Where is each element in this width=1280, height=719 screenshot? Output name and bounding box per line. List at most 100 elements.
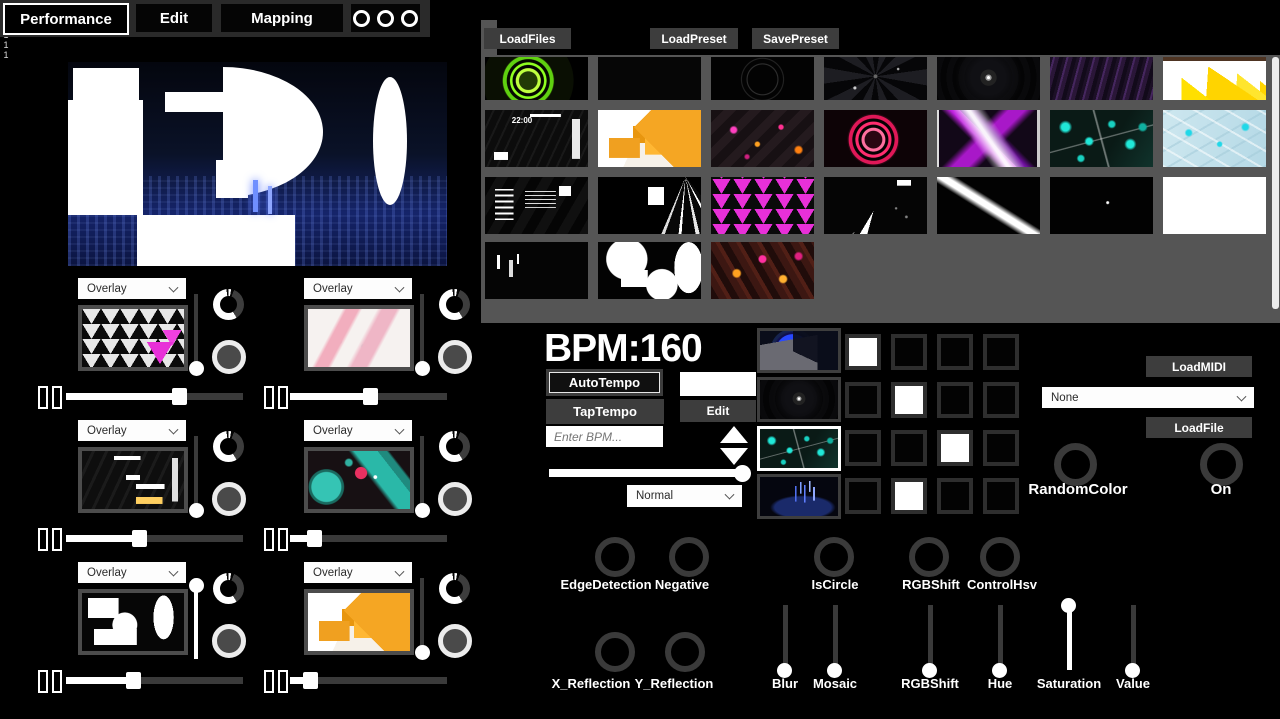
media-thumbnail[interactable]: [598, 57, 701, 100]
media-thumbnail[interactable]: [485, 177, 588, 234]
channel-1-fader-track[interactable]: [194, 294, 198, 375]
clip-slot-4[interactable]: [757, 474, 841, 519]
channel-3-thumbnail[interactable]: [78, 447, 188, 513]
effect-slider-saturation-thumb[interactable]: [1061, 598, 1076, 613]
media-thumbnail[interactable]: [824, 110, 927, 167]
channel-1-fader-thumb[interactable]: [189, 361, 204, 376]
channel-5-opacity-knob[interactable]: [212, 624, 246, 658]
media-thumbnail[interactable]: 22:00: [485, 110, 588, 167]
midi-device-select[interactable]: None: [1042, 387, 1254, 408]
channel-4-position-track[interactable]: [290, 535, 447, 542]
clip-slot-1[interactable]: [757, 328, 841, 373]
media-thumbnail[interactable]: [1050, 177, 1153, 234]
media-thumbnail[interactable]: [711, 110, 814, 167]
clip-slot-2[interactable]: [757, 377, 841, 422]
channel-1-opacity-knob[interactable]: [212, 340, 246, 374]
channel-3-blend-mode-select[interactable]: Overlay: [78, 420, 186, 441]
pad-cell-r2c4[interactable]: [983, 382, 1019, 418]
effect-knob-x_reflection[interactable]: [595, 632, 635, 672]
channel-4-pause-button[interactable]: [264, 528, 288, 551]
channel-5-thumbnail[interactable]: [78, 589, 188, 655]
effect-slider-value-track[interactable]: [1131, 605, 1136, 670]
media-thumbnail[interactable]: [1050, 57, 1153, 100]
load-files-button[interactable]: LoadFiles: [484, 28, 571, 49]
pad-cell-r1c1[interactable]: [845, 334, 881, 370]
channel-4-fader-track[interactable]: [420, 436, 424, 517]
pad-cell-r2c3[interactable]: [937, 382, 973, 418]
media-thumbnail[interactable]: [485, 242, 588, 299]
auto-tempo-button[interactable]: AutoTempo: [546, 369, 663, 396]
channel-6-blend-mode-select[interactable]: Overlay: [304, 562, 412, 583]
save-preset-button[interactable]: SavePreset: [752, 28, 839, 49]
media-thumbnail[interactable]: [711, 177, 814, 234]
channel-5-blend-mode-select[interactable]: Overlay: [78, 562, 186, 583]
pad-cell-r3c3[interactable]: [937, 430, 973, 466]
channel-4-fader-thumb[interactable]: [415, 503, 430, 518]
channel-4-blend-mode-select[interactable]: Overlay: [304, 420, 412, 441]
media-thumbnail[interactable]: [1163, 177, 1266, 234]
effect-slider-value-thumb[interactable]: [1125, 663, 1140, 678]
channel-4-position-thumb[interactable]: [306, 530, 322, 547]
media-thumbnail[interactable]: [598, 110, 701, 167]
channel-5-position-thumb[interactable]: [126, 672, 142, 689]
load-file-button[interactable]: LoadFile: [1146, 417, 1252, 438]
channel-4-thumbnail[interactable]: [304, 447, 414, 513]
tab-performance[interactable]: Performance: [3, 3, 129, 35]
channel-4-speed-knob[interactable]: [439, 431, 470, 462]
window-dot-icon[interactable]: [401, 9, 418, 27]
tab-mapping[interactable]: Mapping: [221, 4, 343, 32]
media-thumbnail[interactable]: [937, 177, 1040, 234]
effect-slider-rgbshift-track[interactable]: [928, 605, 933, 670]
effect-slider-blur-thumb[interactable]: [777, 663, 792, 678]
channel-5-speed-knob[interactable]: [213, 573, 244, 604]
pad-cell-r4c2[interactable]: [891, 478, 927, 514]
channel-3-opacity-knob[interactable]: [212, 482, 246, 516]
channel-2-speed-knob[interactable]: [439, 289, 470, 320]
channel-6-thumbnail[interactable]: [304, 589, 414, 655]
channel-6-fader-track[interactable]: [420, 578, 424, 659]
media-thumbnail[interactable]: [711, 242, 814, 299]
media-thumbnail[interactable]: [1163, 57, 1266, 100]
load-midi-button[interactable]: LoadMIDI: [1146, 356, 1252, 377]
effect-slider-blur-track[interactable]: [783, 605, 788, 670]
channel-3-fader-track[interactable]: [194, 436, 198, 517]
channel-2-opacity-knob[interactable]: [438, 340, 472, 374]
random-color-knob[interactable]: [1054, 443, 1097, 486]
effect-slider-rgbshift-thumb[interactable]: [922, 663, 937, 678]
channel-5-pause-button[interactable]: [38, 670, 62, 693]
channel-6-pause-button[interactable]: [264, 670, 288, 693]
channel-6-opacity-knob[interactable]: [438, 624, 472, 658]
channel-3-position-thumb[interactable]: [131, 530, 147, 547]
pad-cell-r2c2[interactable]: [891, 382, 927, 418]
channel-6-position-track[interactable]: [290, 677, 447, 684]
channel-2-blend-mode-select[interactable]: Overlay: [304, 278, 412, 299]
pad-cell-r2c1[interactable]: [845, 382, 881, 418]
effect-slider-mosaic-thumb[interactable]: [827, 663, 842, 678]
channel-3-position-track[interactable]: [66, 535, 243, 542]
channel-5-position-track[interactable]: [66, 677, 243, 684]
pad-cell-r3c2[interactable]: [891, 430, 927, 466]
pad-cell-r4c1[interactable]: [845, 478, 881, 514]
effect-knob-iscircle[interactable]: [814, 537, 854, 577]
window-dot-icon[interactable]: [353, 9, 370, 27]
channel-4-opacity-knob[interactable]: [438, 482, 472, 516]
channel-1-speed-knob[interactable]: [213, 289, 244, 320]
on-knob[interactable]: [1200, 443, 1243, 486]
media-thumbnail[interactable]: [598, 177, 701, 234]
channel-2-thumbnail[interactable]: [304, 305, 414, 371]
media-thumbnail[interactable]: [1050, 110, 1153, 167]
clip-slot-3[interactable]: [757, 426, 841, 471]
channel-3-fader-thumb[interactable]: [189, 503, 204, 518]
load-preset-button[interactable]: LoadPreset: [650, 28, 738, 49]
media-thumbnail[interactable]: [711, 57, 814, 100]
media-thumbnail[interactable]: [1163, 110, 1266, 167]
channel-1-thumbnail[interactable]: [78, 305, 188, 371]
pad-cell-r4c4[interactable]: [983, 478, 1019, 514]
channel-6-position-thumb[interactable]: [303, 672, 319, 689]
effect-slider-mosaic-track[interactable]: [833, 605, 838, 670]
media-thumbnail[interactable]: [824, 177, 927, 234]
channel-2-fader-thumb[interactable]: [415, 361, 430, 376]
effect-knob-negative[interactable]: [669, 537, 709, 577]
channel-2-fader-track[interactable]: [420, 294, 424, 375]
channel-3-speed-knob[interactable]: [213, 431, 244, 462]
